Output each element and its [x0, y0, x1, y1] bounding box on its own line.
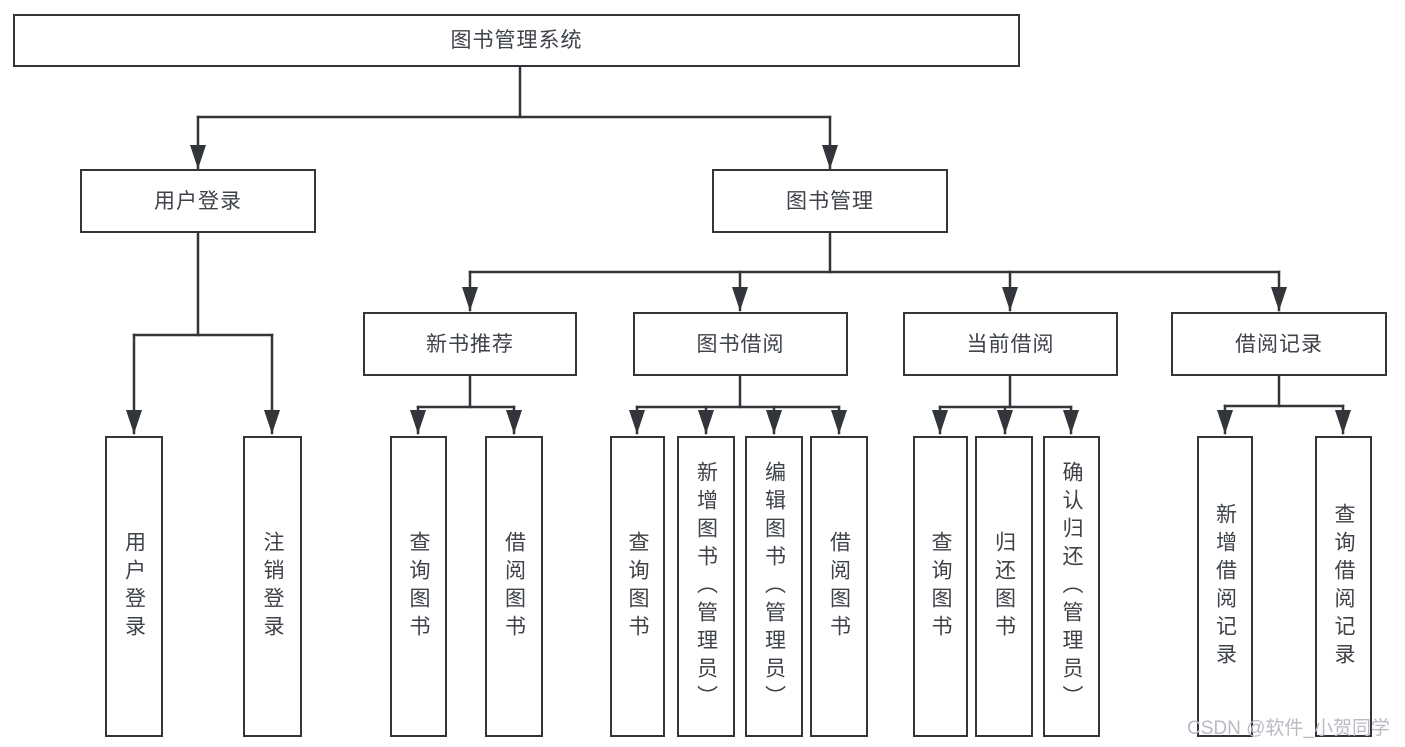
leaf-edit-book-admin-label: 编辑图书（管理员）: [762, 460, 786, 713]
node-book-borrow: 图书借阅: [633, 312, 848, 376]
leaf-user-login: 用户登录: [105, 436, 163, 737]
node-new-book-recommend-label: 新书推荐: [426, 332, 514, 356]
node-user-login-label: 用户登录: [154, 189, 242, 213]
node-library-system: 图书管理系统: [13, 14, 1020, 67]
leaf-add-book-admin: 新增图书（管理员）: [677, 436, 735, 737]
leaf-return-book-label: 归还图书: [992, 530, 1016, 643]
leaf-logout: 注销登录: [243, 436, 302, 737]
node-book-management: 图书管理: [712, 169, 948, 233]
leaf-recommend-borrow-books-label: 借阅图书: [502, 530, 526, 643]
leaf-add-borrow-record: 新增借阅记录: [1197, 436, 1253, 737]
leaf-recommend-query-books-label: 查询图书: [407, 530, 430, 643]
leaf-recommend-query-books: 查询图书: [390, 436, 447, 737]
leaf-return-book: 归还图书: [975, 436, 1033, 737]
leaf-add-book-admin-label: 新增图书（管理员）: [694, 460, 718, 713]
leaf-borrow-borrow-books-label: 借阅图书: [827, 530, 851, 643]
leaf-recommend-borrow-books: 借阅图书: [485, 436, 543, 737]
node-book-borrow-label: 图书借阅: [696, 332, 785, 356]
node-library-system-label: 图书管理系统: [450, 29, 583, 52]
node-current-borrow: 当前借阅: [903, 312, 1118, 376]
node-current-borrow-label: 当前借阅: [966, 332, 1055, 356]
node-new-book-recommend: 新书推荐: [363, 312, 577, 376]
leaf-confirm-return-admin-label: 确认归还（管理员）: [1060, 460, 1083, 713]
node-borrow-records-label: 借阅记录: [1235, 332, 1323, 356]
leaf-current-query-books: 查询图书: [913, 436, 968, 737]
leaf-user-login-label: 用户登录: [122, 530, 146, 643]
node-book-management-label: 图书管理: [786, 189, 874, 213]
node-borrow-records: 借阅记录: [1171, 312, 1387, 376]
node-user-login: 用户登录: [80, 169, 316, 233]
leaf-query-borrow-record-label: 查询借阅记录: [1332, 502, 1355, 671]
leaf-current-query-books-label: 查询图书: [929, 530, 952, 643]
leaf-query-borrow-record: 查询借阅记录: [1315, 436, 1372, 737]
leaf-confirm-return-admin: 确认归还（管理员）: [1043, 436, 1100, 737]
leaf-edit-book-admin: 编辑图书（管理员）: [745, 436, 803, 737]
leaf-logout-label: 注销登录: [261, 530, 284, 643]
leaf-add-borrow-record-label: 新增借阅记录: [1213, 502, 1237, 671]
leaf-borrow-query-books-label: 查询图书: [626, 530, 649, 643]
watermark: CSDN @软件_小贺同学: [1187, 718, 1390, 739]
connectors: [126, 65, 1351, 435]
leaf-borrow-borrow-books: 借阅图书: [810, 436, 868, 737]
leaf-borrow-query-books: 查询图书: [610, 436, 665, 737]
